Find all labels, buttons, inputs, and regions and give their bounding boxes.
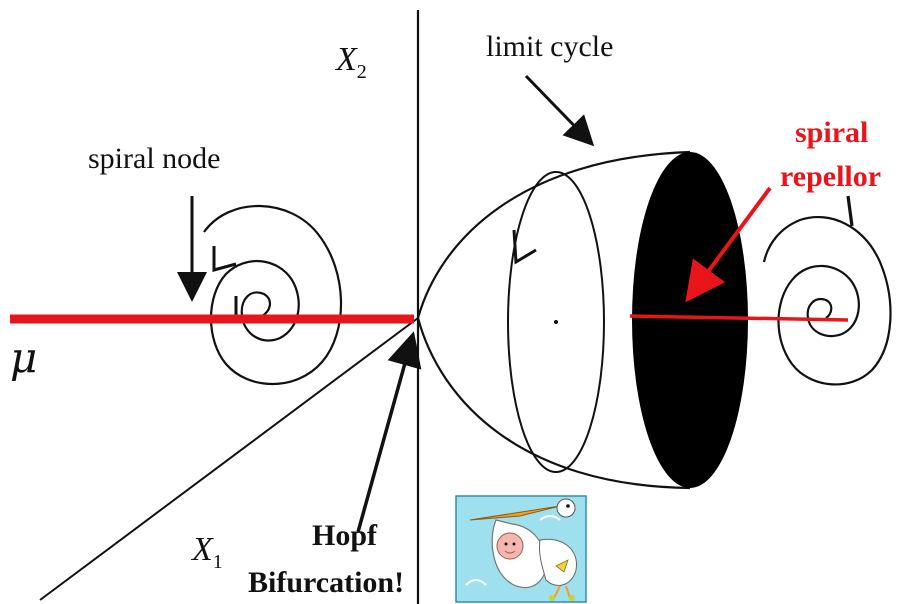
x2-label: X2	[334, 41, 367, 83]
spiral-node-label: spiral node	[88, 142, 220, 175]
x1-axis	[40, 318, 418, 600]
x2-label-main: X	[334, 41, 358, 78]
limit-cycle-disk	[632, 152, 748, 488]
spiral-repellor-tick	[848, 196, 852, 226]
spiral-node-curve	[204, 206, 341, 384]
limit-cycle-label: limit cycle	[486, 30, 613, 63]
spiral-repellor-label-line2: repellor	[780, 160, 881, 193]
inner-cycle-center	[554, 320, 558, 324]
x2-label-sub: 2	[357, 61, 367, 83]
spiral-repellor-curve	[764, 217, 890, 384]
mu-label: μ	[10, 333, 37, 382]
spiral-node-tick-1	[214, 246, 236, 270]
spiral-repellor-label-line1: spiral	[795, 116, 868, 149]
hopf-label-line2: Bifurcation!	[248, 566, 404, 599]
x1-label-main: X	[190, 531, 214, 568]
x1-label-sub: 1	[213, 551, 223, 573]
hopf-label-line1: Hopf	[312, 519, 378, 552]
hopf-arrow	[358, 338, 412, 532]
stork-carrying-baby-icon	[456, 496, 586, 602]
x1-label: X1	[190, 531, 223, 573]
limit-cycle-arrow	[526, 76, 590, 142]
